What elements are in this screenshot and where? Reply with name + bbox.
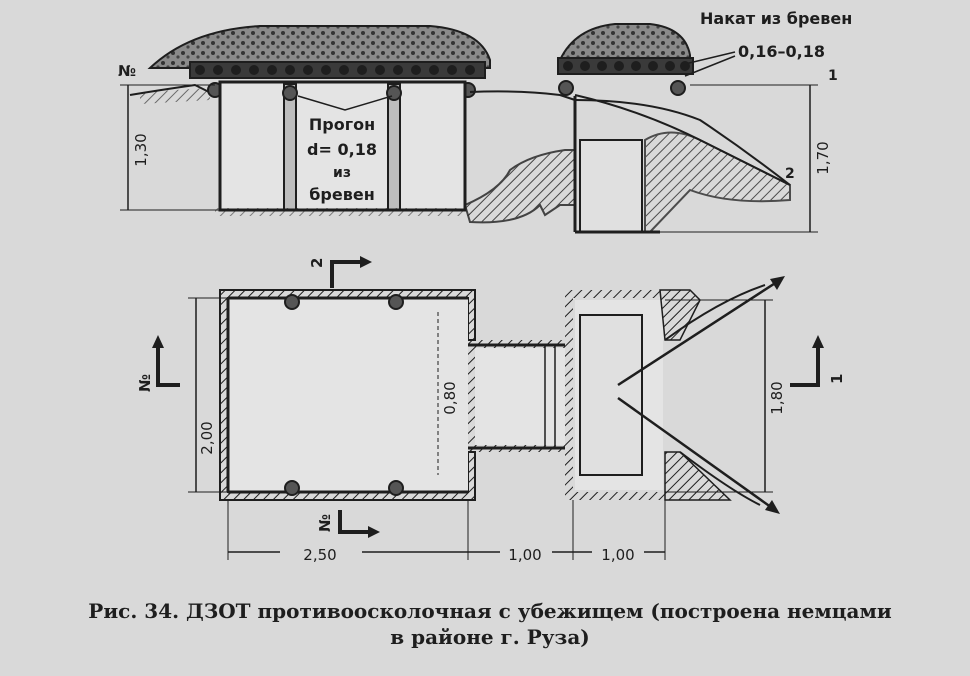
plan-cut-left: № (136, 374, 154, 392)
ground-hatch-chamber (215, 208, 470, 216)
caption-line-1: Рис. 34. ДЗОТ противоосколочная с убежищ… (88, 599, 892, 623)
dim-right-height: 1,80 (768, 381, 786, 414)
dim-main-height: 2,00 (198, 421, 216, 454)
log-layer-right (557, 57, 694, 75)
height-right: 1,70 (814, 141, 832, 174)
plan-view: 2 0,80 (136, 256, 846, 564)
firing-slope-2 (574, 99, 791, 186)
earth-mound-left (147, 25, 491, 69)
cut-mark-left: № (118, 62, 136, 80)
caption-line-2: в районе г. Руза) (390, 625, 590, 649)
plan-cut-top: 2 (308, 258, 326, 268)
roof-thickness: 0,16–0,18 (738, 42, 825, 61)
ground-hatch-left (140, 88, 210, 104)
firing-table (579, 314, 643, 476)
chamber-left (218, 80, 467, 212)
log-layer-left (189, 61, 486, 79)
embrasure-hatch-bot (664, 451, 732, 501)
post-1 (283, 83, 297, 211)
embrasure-hatch-top (659, 289, 701, 341)
earth-mound-right (559, 23, 691, 63)
dim-passage: 0,80 (441, 381, 459, 414)
embrasure-block (579, 139, 643, 233)
plan-cut-right: 1 (828, 374, 846, 384)
plan-chamber (228, 298, 468, 492)
roof-label: Накат из бревен (700, 9, 852, 28)
passage-line (469, 90, 576, 101)
section-view: Прогон d= 0,18 из бревен Накат из бревен… (118, 9, 852, 234)
dim-seg-1: 1,00 (508, 546, 541, 564)
dim-seg-2: 1,00 (601, 546, 634, 564)
passage (475, 348, 565, 445)
cut-mark-2: 2 (785, 166, 795, 182)
figure-caption: Рис. 34. ДЗОТ противоосколочная с убежищ… (20, 598, 960, 650)
height-left: 1,30 (132, 133, 150, 166)
earth-right (644, 131, 791, 233)
dim-main-width: 2,50 (303, 546, 336, 564)
plan-cut-bottom: № (316, 514, 334, 532)
post-2 (387, 83, 401, 211)
beam-label-4: бревен (309, 185, 375, 204)
beam-label-1: Прогон (309, 115, 375, 134)
cut-mark-1: 1 (828, 68, 838, 84)
beam-label-2: d= 0,18 (307, 140, 377, 159)
beam-label-3: из (333, 165, 351, 181)
earth-slope (463, 149, 576, 224)
